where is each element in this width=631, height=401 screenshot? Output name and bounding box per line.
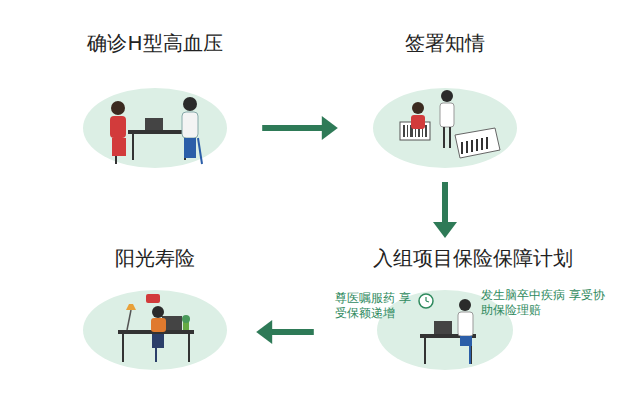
flow-arrow (433, 182, 457, 238)
step-heading: 阳光寿险 (73, 245, 237, 271)
step-heading: 入组项目保险保障计划 (333, 245, 612, 271)
step-node: 签署知情 (363, 30, 527, 175)
step-heading: 签署知情 (363, 30, 527, 56)
consultation-scene (83, 88, 227, 168)
arrow-head (256, 320, 272, 344)
insurance-scene (83, 290, 227, 370)
step-node: 确诊H型高血压 (73, 30, 237, 175)
arrow-shaft (262, 125, 323, 131)
step-node: 入组项目保险保障计划尊医嘱服药 享受保额递增 发生脑卒中疾病 享受协助保险理赔 (333, 245, 612, 375)
signing-scene (373, 88, 517, 168)
arrow-head (433, 222, 457, 238)
arrow-shaft (442, 182, 448, 223)
step-heading: 确诊H型高血压 (73, 30, 237, 56)
arrow-shaft (271, 329, 314, 335)
flow-arrow (256, 320, 314, 344)
step-node: 阳光寿险 (73, 245, 237, 375)
benefit-note: 尊医嘱服药 享受保额递增 (335, 291, 415, 321)
flow-arrow (262, 116, 338, 140)
benefit-note: 发生脑卒中疾病 享受协助保险理赔 (481, 288, 606, 318)
arrow-head (322, 116, 338, 140)
